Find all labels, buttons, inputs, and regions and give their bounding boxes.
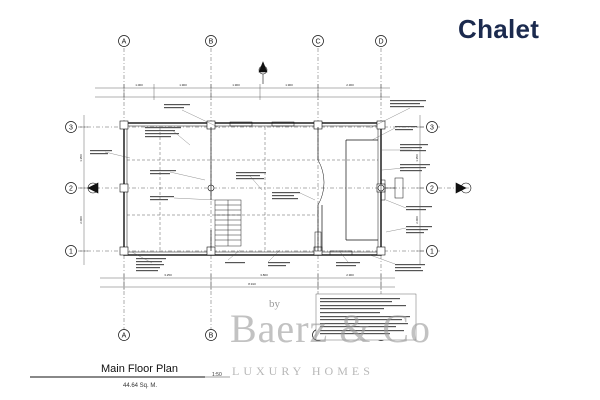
grid-label-2-left: 2 xyxy=(69,186,73,193)
grid-label-B-top: B xyxy=(209,39,214,46)
exterior-walls xyxy=(123,122,382,256)
grid-label-C-top: C xyxy=(315,39,320,46)
note-text-blocks xyxy=(90,100,432,272)
plan-area: 44.64 Sq. M. xyxy=(123,383,158,389)
grid-label-A-top: A xyxy=(122,39,127,46)
grid-label-D-top: D xyxy=(378,39,383,46)
grid-bubbles-right: 3 2 1 xyxy=(426,121,438,257)
watermark-tagline: LUXURY HOMES xyxy=(232,364,374,378)
interior-walls xyxy=(210,127,378,251)
grid-bubbles-top: A B C D xyxy=(118,35,387,47)
dim-top-5: 2.300 xyxy=(346,83,354,87)
dim-top-2: 1.900 xyxy=(179,83,187,87)
section-markers xyxy=(87,61,472,194)
dim-top-4: 1.900 xyxy=(285,83,293,87)
watermark-by: by xyxy=(269,298,280,310)
grid-label-1-left: 1 xyxy=(69,249,73,256)
grid-label-A-bottom: A xyxy=(122,333,127,340)
bottom-dimensions xyxy=(100,274,395,290)
grid-label-3-right: 3 xyxy=(430,125,434,132)
plan-scale: 1:50 xyxy=(212,372,222,378)
dim-left-2: 2.000 xyxy=(79,216,83,224)
grid-bubbles-left: 3 2 1 xyxy=(65,121,77,257)
right-dimensions xyxy=(416,115,424,265)
staircase xyxy=(214,199,242,247)
grid-lines-vertical xyxy=(123,48,382,330)
top-dimensions xyxy=(95,84,390,100)
left-dimensions xyxy=(80,115,88,265)
grid-lines-horizontal xyxy=(78,126,470,252)
general-notes-block xyxy=(315,293,417,341)
grid-label-B-bottom: B xyxy=(209,333,214,340)
dim-right-2: 2.000 xyxy=(415,216,419,224)
grid-label-3-left: 3 xyxy=(69,125,73,132)
grid-label-2-right: 2 xyxy=(430,186,434,193)
dim-bottom-2: 3.800 xyxy=(260,273,268,277)
note-leaders xyxy=(104,107,412,265)
grid-label-1-right: 1 xyxy=(430,249,434,256)
dim-left-1: 1.950 xyxy=(79,154,83,162)
beam-lines xyxy=(127,127,378,251)
dim-bottom-3: 2.900 xyxy=(346,273,354,277)
watermark-logo: Baerz & Co xyxy=(230,306,432,351)
dim-top-1: 1.000 xyxy=(135,83,143,87)
dim-overall: 8.910 xyxy=(248,282,256,286)
dim-bottom-1: 3.250 xyxy=(164,273,172,277)
dim-right-1: 1.950 xyxy=(415,154,419,162)
plan-caption: Main Floor Plan xyxy=(101,363,179,375)
dim-top-3: 1.900 xyxy=(232,83,240,87)
page-title: Chalet xyxy=(458,14,540,44)
openings xyxy=(229,121,404,256)
